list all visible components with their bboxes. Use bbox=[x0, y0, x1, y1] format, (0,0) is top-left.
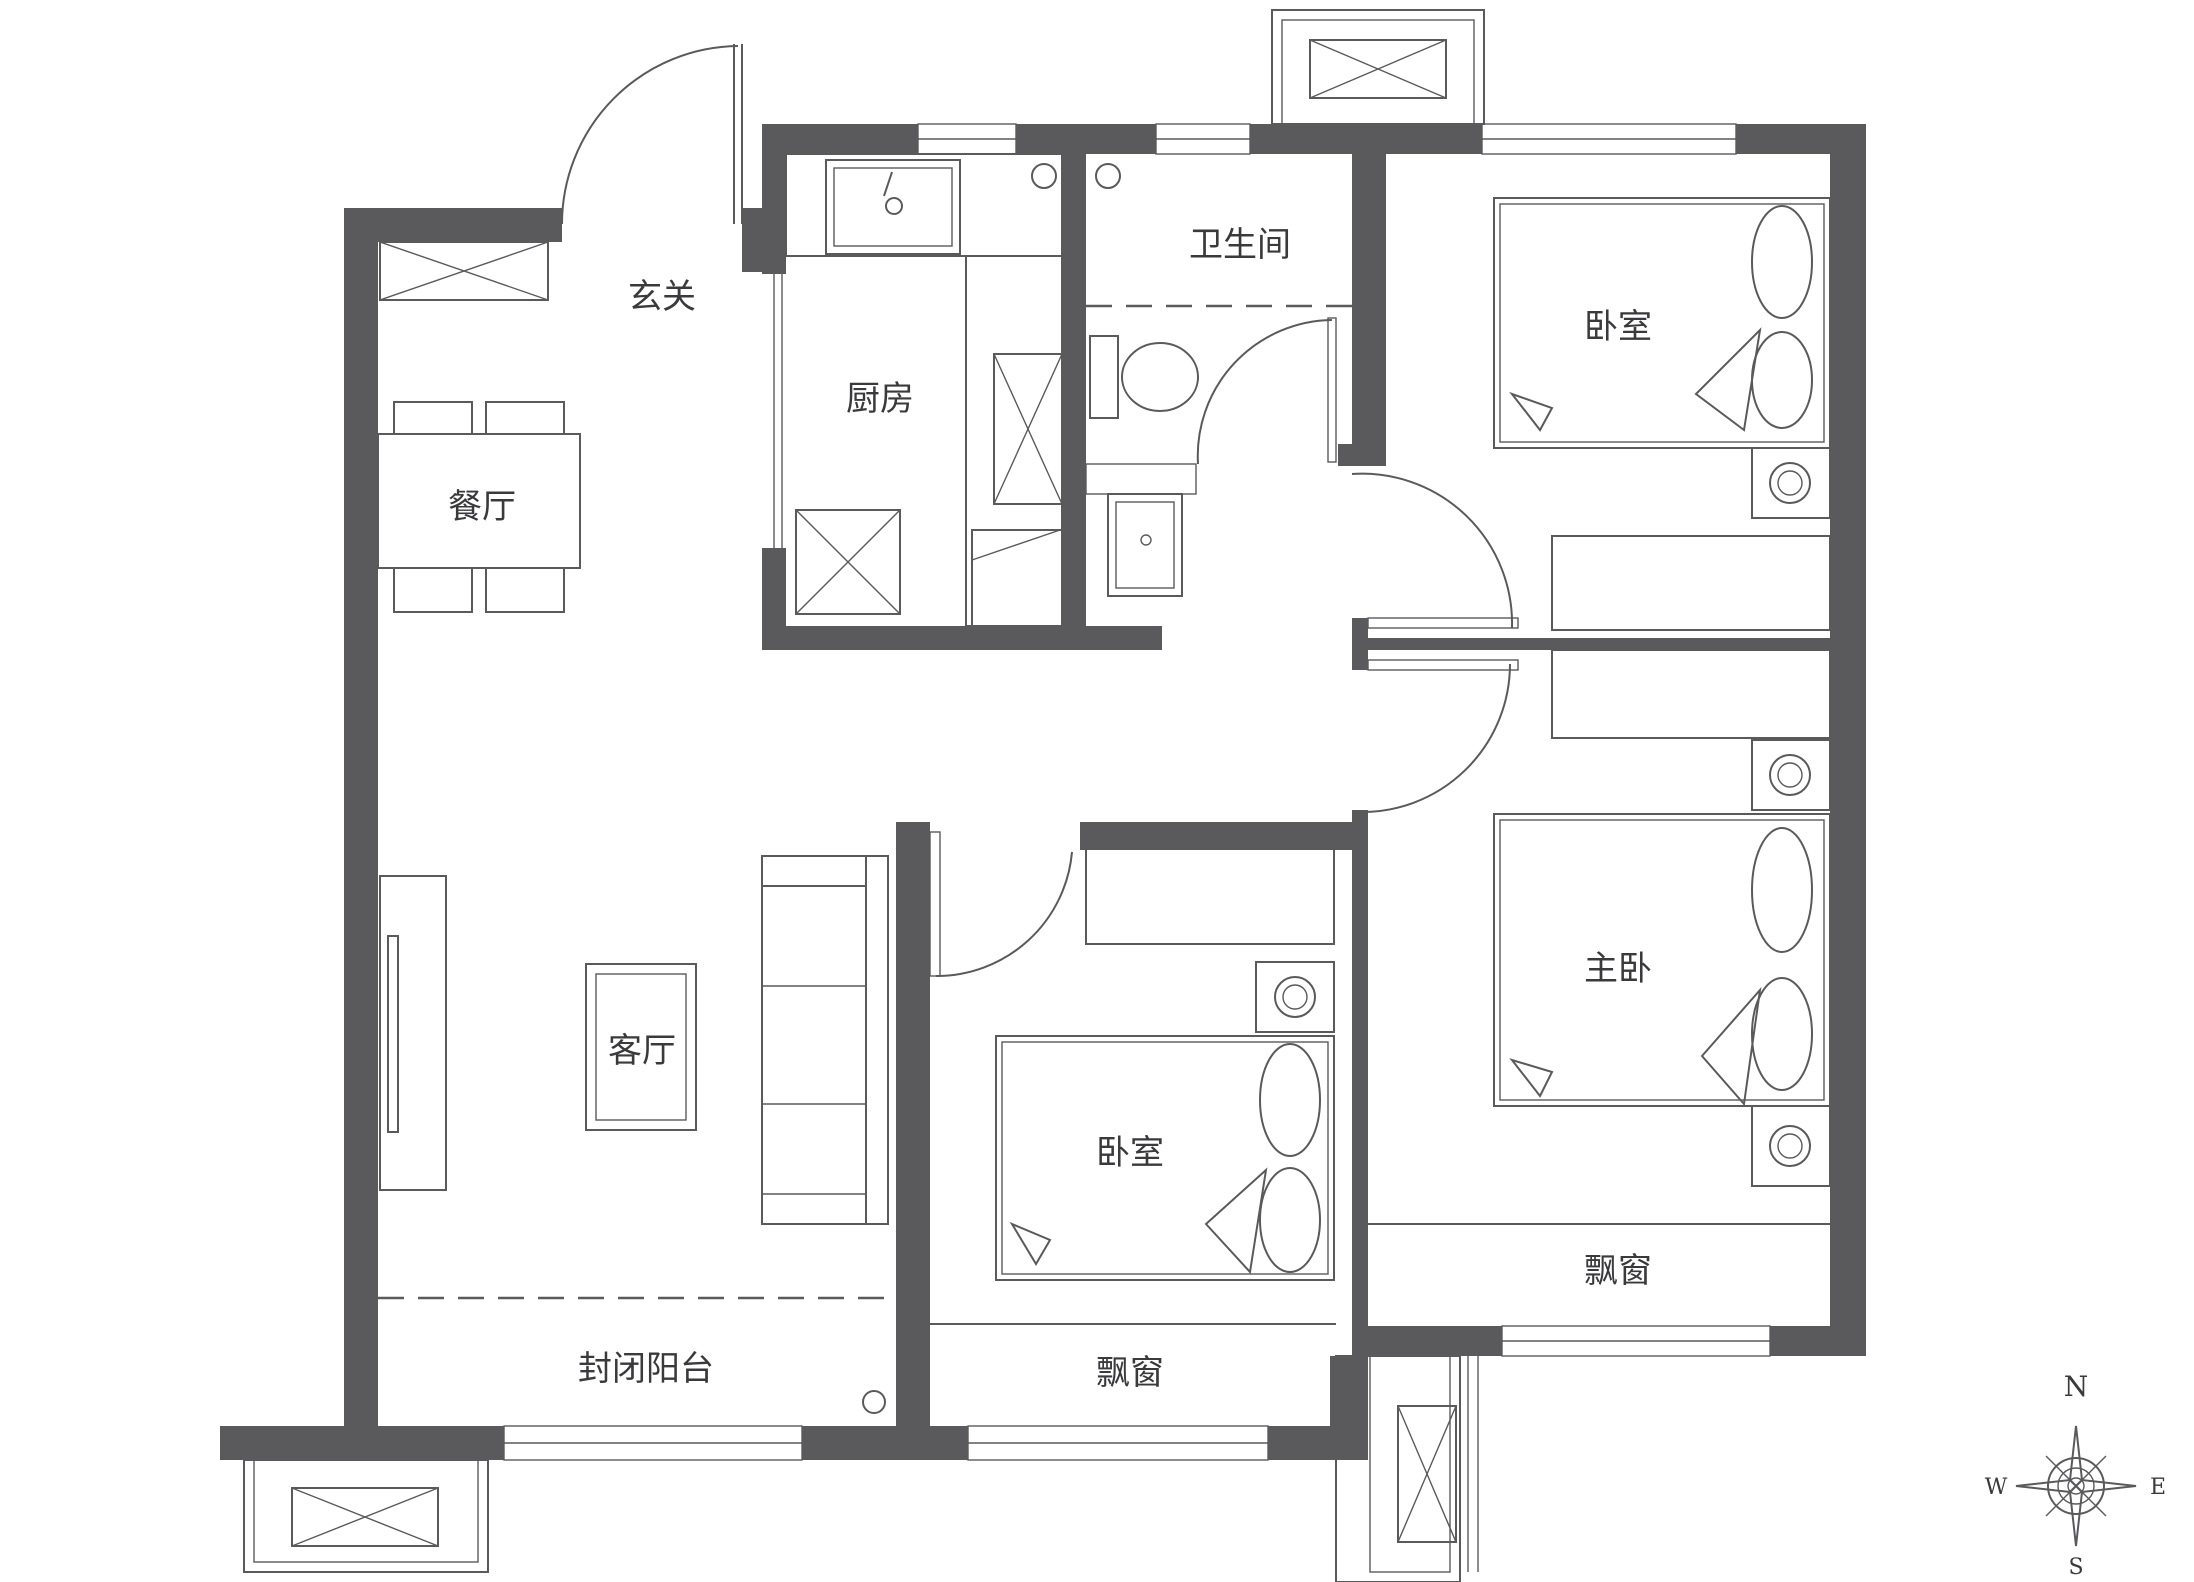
compass-north: N bbox=[2064, 1370, 2089, 1403]
label-bedroom-south: 卧室 bbox=[1096, 1133, 1164, 1173]
compass-south: S bbox=[2068, 1555, 2083, 1580]
label-living: 客厅 bbox=[608, 1031, 676, 1071]
bay-windows bbox=[916, 1223, 1830, 1325]
walls bbox=[220, 124, 1866, 1460]
label-bathroom: 卫生间 bbox=[1189, 225, 1291, 265]
compass-east: E bbox=[2150, 1475, 2166, 1500]
bedroom-north-furniture bbox=[1493, 197, 1831, 739]
ac-units bbox=[243, 9, 1485, 1582]
master-bedroom-furniture bbox=[1493, 739, 1831, 1187]
dining-table bbox=[377, 401, 581, 613]
windows bbox=[503, 123, 1771, 1461]
living-furniture bbox=[378, 855, 896, 1414]
bathroom-fixtures bbox=[1085, 163, 1352, 597]
compass-west: W bbox=[1985, 1475, 2008, 1500]
kitchen-fixtures bbox=[785, 153, 1063, 627]
doors bbox=[561, 44, 1519, 978]
label-balcony: 封闭阳台 bbox=[578, 1349, 714, 1389]
label-bay-window-south: 飘窗 bbox=[1096, 1353, 1164, 1393]
label-dining: 餐厅 bbox=[448, 487, 516, 527]
label-bay-window-east: 飘窗 bbox=[1584, 1251, 1652, 1291]
label-kitchen: 厨房 bbox=[846, 379, 914, 419]
bedroom-south-furniture bbox=[995, 843, 1335, 1281]
label-master-bedroom: 主卧 bbox=[1584, 949, 1652, 989]
compass-icon: N W E S bbox=[1985, 1370, 2166, 1580]
label-bedroom-north: 卧室 bbox=[1584, 307, 1652, 347]
label-entrance: 玄关 bbox=[628, 277, 696, 317]
room-labels: 玄关 厨房 卫生间 餐厅 客厅 封闭阳台 卧室 主卧 卧室 飘窗 飘窗 bbox=[448, 225, 1652, 1393]
